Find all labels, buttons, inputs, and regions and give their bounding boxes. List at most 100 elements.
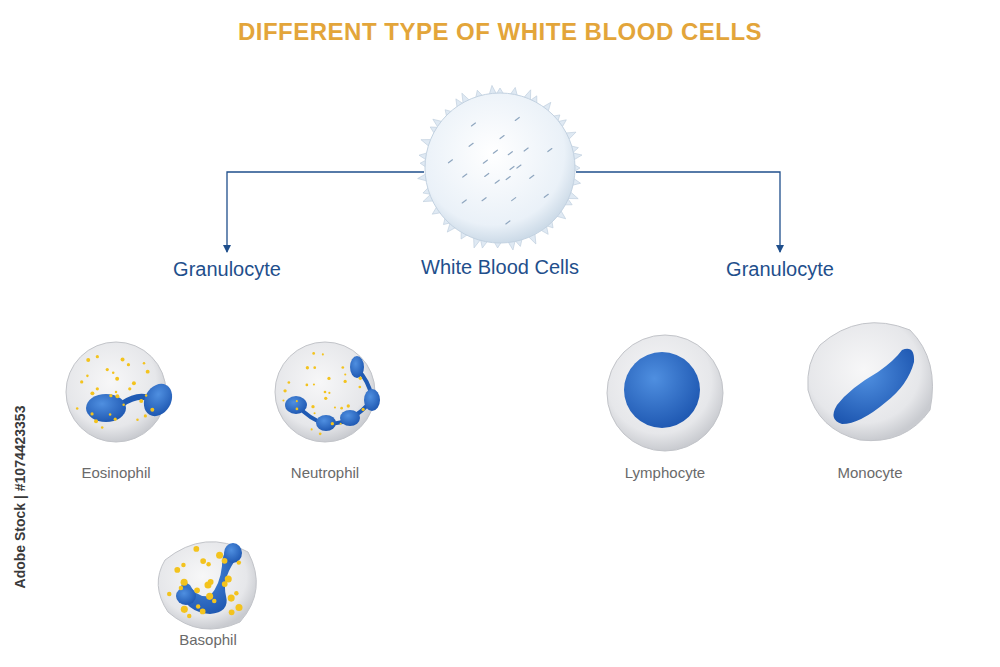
granule [344, 373, 346, 375]
cell-label: Basophil [179, 631, 237, 648]
texture-mark [469, 143, 473, 146]
granule [128, 387, 131, 390]
texture-mark [495, 180, 499, 183]
granule [106, 368, 109, 371]
lymphocyte-nucleus [624, 352, 700, 428]
monocyte-nucleus [833, 349, 914, 424]
granule [319, 433, 322, 436]
granule [225, 576, 232, 583]
granule [324, 391, 327, 394]
cell-spikes [418, 85, 582, 250]
granule [181, 579, 188, 586]
granule [358, 386, 361, 389]
granule [143, 362, 146, 365]
group-label-node: Granulocyte [167, 258, 287, 281]
granule [341, 366, 344, 369]
texture-mark [508, 152, 512, 155]
granule [121, 358, 125, 362]
basophil-nucleus [176, 543, 242, 614]
granule [112, 371, 115, 374]
granule [344, 380, 347, 383]
granule [206, 593, 213, 600]
white-blood-cell [425, 93, 575, 243]
cell-label: Eosinophil [81, 464, 150, 481]
texture-mark [548, 149, 552, 152]
granule [94, 419, 98, 423]
granule [115, 377, 119, 381]
granule [206, 562, 210, 566]
granule [174, 567, 180, 573]
granule [101, 426, 104, 429]
texture-mark [512, 198, 516, 201]
granule [146, 370, 150, 374]
granule [90, 412, 93, 415]
basophil-cell [158, 542, 256, 629]
granule [96, 387, 99, 390]
wbc-label: White Blood Cells [421, 256, 579, 279]
granule [237, 560, 241, 564]
granule [234, 591, 238, 595]
granule [86, 358, 90, 362]
granule [328, 392, 330, 394]
texture-mark [500, 136, 504, 139]
granule [109, 394, 112, 397]
granule [361, 408, 364, 411]
granule [145, 394, 148, 397]
cell-node: Eosinophil [51, 334, 181, 482]
granule [200, 609, 206, 615]
granule [76, 407, 79, 410]
granule [313, 383, 315, 385]
granule [194, 587, 200, 593]
granule [196, 604, 200, 608]
granule [312, 352, 315, 355]
granule [96, 355, 99, 358]
granule [114, 418, 117, 421]
granule [288, 381, 291, 384]
granule [200, 558, 206, 564]
texture-mark [482, 198, 486, 201]
granule [80, 380, 83, 383]
cell-node: Neutrophil [260, 334, 390, 482]
granules [76, 352, 365, 618]
texture-mark [462, 200, 466, 203]
granule [313, 366, 316, 369]
granule [181, 563, 185, 567]
granule [331, 422, 334, 425]
granule [127, 363, 130, 366]
granule [340, 407, 343, 410]
granule [311, 405, 314, 408]
granule [90, 391, 94, 395]
watermark: Adobe Stock | #1074423353 [12, 387, 32, 607]
granule [228, 595, 235, 602]
texture-mark [493, 150, 497, 153]
connector-arrow [227, 172, 424, 252]
texture-mark [506, 221, 510, 224]
texture-mark [448, 160, 452, 163]
texture-mark [510, 167, 514, 170]
cell-label: Lymphocyte [625, 464, 705, 481]
granule [235, 604, 242, 611]
granule [109, 413, 112, 416]
granule [327, 377, 330, 380]
monocyte-cell [808, 323, 933, 441]
granule [144, 414, 147, 417]
granule [296, 408, 299, 411]
texture-mark [515, 117, 519, 120]
granule [314, 412, 316, 414]
group-label-node: Granulocyte [720, 258, 840, 281]
granule [222, 558, 228, 564]
granule [181, 606, 188, 613]
texture-mark [544, 194, 548, 197]
texture-mark [485, 173, 489, 176]
granule [86, 375, 89, 378]
eosinophil-nucleus [86, 379, 178, 422]
granule [115, 391, 118, 394]
granule [208, 579, 214, 585]
texture-mark [463, 174, 467, 177]
texture-mark [483, 160, 487, 163]
white-blood-cell-node: White Blood Cells [415, 88, 585, 279]
granule [311, 428, 313, 430]
texture-mark [471, 123, 475, 126]
